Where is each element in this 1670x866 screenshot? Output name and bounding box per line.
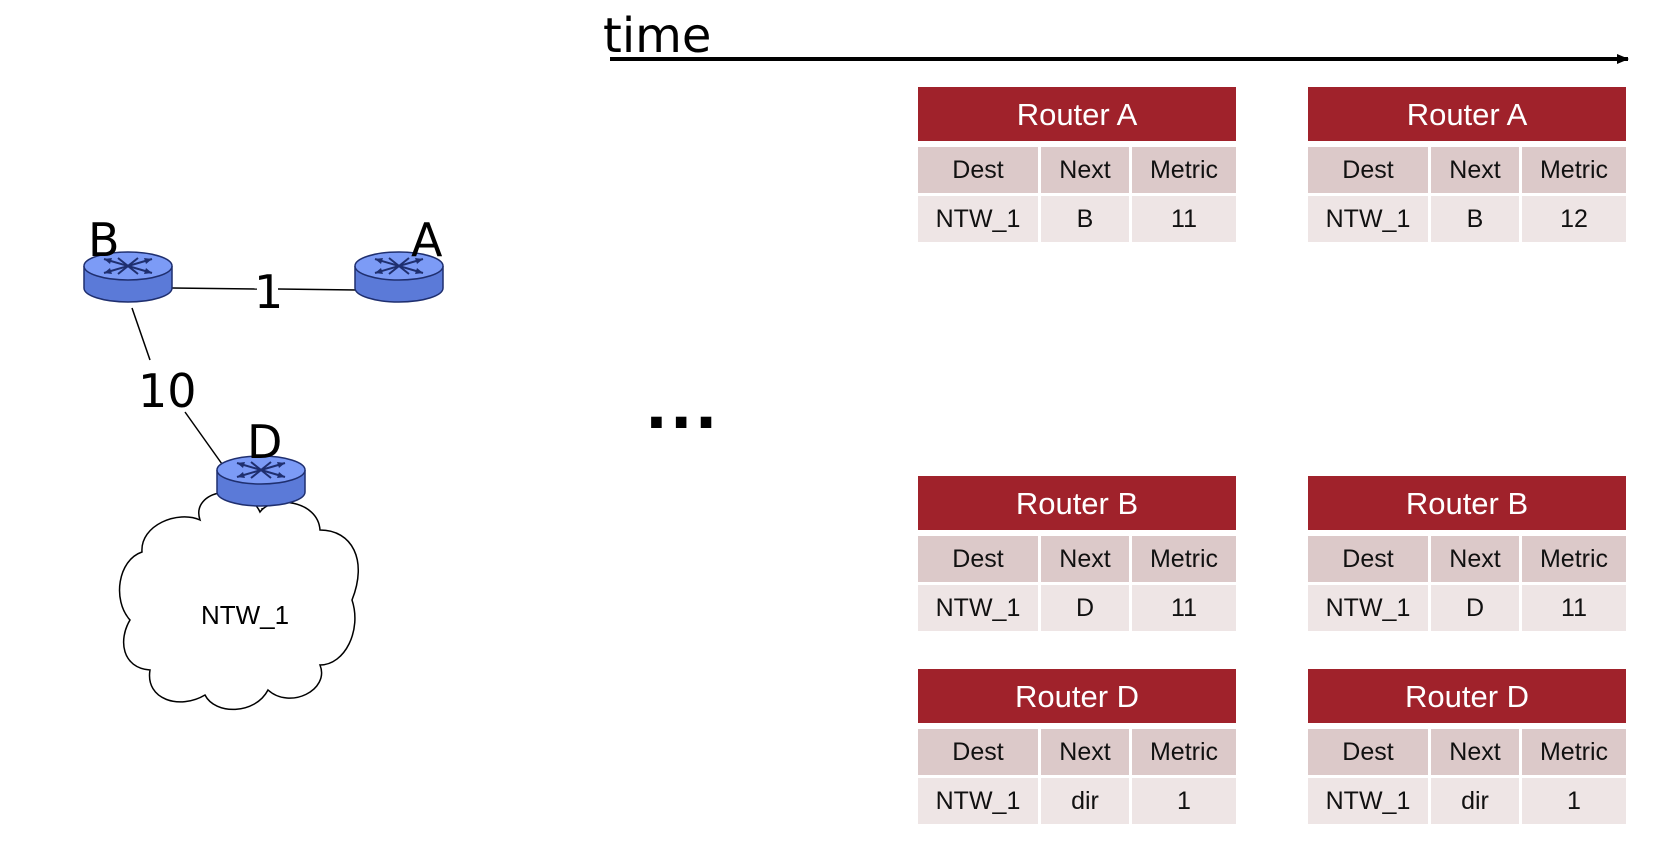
table-row: NTW_1 dir 1 bbox=[1308, 778, 1626, 824]
header-next: Next bbox=[1041, 536, 1129, 582]
router-b-label: B bbox=[88, 213, 120, 267]
cell-next: B bbox=[1431, 196, 1519, 242]
table-title: Router D bbox=[918, 669, 1236, 723]
table-header-row: Dest Next Metric bbox=[918, 729, 1236, 775]
table-title: Router D bbox=[1308, 669, 1626, 723]
cell-dest: NTW_1 bbox=[918, 778, 1038, 824]
cell-next: dir bbox=[1041, 778, 1129, 824]
cell-dest: NTW_1 bbox=[918, 196, 1038, 242]
table-t1-router-d: Router D Dest Next Metric NTW_1 dir 1 bbox=[918, 669, 1236, 824]
table-title: Router B bbox=[918, 476, 1236, 530]
table-title: Router A bbox=[918, 87, 1236, 141]
link-cost-b-d: 10 bbox=[138, 364, 197, 418]
cell-dest: NTW_1 bbox=[1308, 778, 1428, 824]
cell-metric: 1 bbox=[1132, 778, 1236, 824]
cell-dest: NTW_1 bbox=[918, 585, 1038, 631]
header-dest: Dest bbox=[918, 729, 1038, 775]
link-b-a bbox=[171, 287, 258, 290]
header-next: Next bbox=[1041, 147, 1129, 193]
network-label: NTW_1 bbox=[201, 600, 289, 630]
cell-next: D bbox=[1041, 585, 1129, 631]
table-title: Router B bbox=[1308, 476, 1626, 530]
cell-metric: 12 bbox=[1522, 196, 1626, 242]
header-metric: Metric bbox=[1132, 729, 1236, 775]
header-dest: Dest bbox=[918, 147, 1038, 193]
cell-next: dir bbox=[1431, 778, 1519, 824]
ellipsis: ... bbox=[645, 373, 720, 443]
header-metric: Metric bbox=[1522, 536, 1626, 582]
table-t1-router-b: Router B Dest Next Metric NTW_1 D 11 bbox=[918, 476, 1236, 631]
table-t2-router-a: Router A Dest Next Metric NTW_1 B 12 bbox=[1308, 87, 1626, 242]
cell-next: B bbox=[1041, 196, 1129, 242]
cell-next: D bbox=[1431, 585, 1519, 631]
header-metric: Metric bbox=[1132, 147, 1236, 193]
table-row: NTW_1 dir 1 bbox=[918, 778, 1236, 824]
table-row: NTW_1 B 12 bbox=[1308, 196, 1626, 242]
network-topology: B A D 1 10 NTW_1 bbox=[83, 213, 444, 711]
table-t1-router-a: Router A Dest Next Metric NTW_1 B 11 bbox=[918, 87, 1236, 242]
table-row: NTW_1 D 11 bbox=[1308, 585, 1626, 631]
router-d-label: D bbox=[247, 415, 282, 469]
table-header-row: Dest Next Metric bbox=[1308, 729, 1626, 775]
link-b-d bbox=[131, 307, 151, 361]
header-next: Next bbox=[1431, 536, 1519, 582]
table-header-row: Dest Next Metric bbox=[1308, 147, 1626, 193]
header-next: Next bbox=[1431, 729, 1519, 775]
table-row: NTW_1 D 11 bbox=[918, 585, 1236, 631]
header-metric: Metric bbox=[1132, 536, 1236, 582]
cell-metric: 11 bbox=[1132, 585, 1236, 631]
link-b-d-2 bbox=[184, 411, 223, 465]
header-metric: Metric bbox=[1522, 147, 1626, 193]
header-dest: Dest bbox=[1308, 536, 1428, 582]
table-header-row: Dest Next Metric bbox=[918, 147, 1236, 193]
cell-dest: NTW_1 bbox=[1308, 585, 1428, 631]
table-t2-router-b: Router B Dest Next Metric NTW_1 D 11 bbox=[1308, 476, 1626, 631]
header-dest: Dest bbox=[918, 536, 1038, 582]
router-a-label: A bbox=[411, 213, 443, 267]
cell-dest: NTW_1 bbox=[1308, 196, 1428, 242]
cell-metric: 11 bbox=[1132, 196, 1236, 242]
cell-metric: 11 bbox=[1522, 585, 1626, 631]
cell-metric: 1 bbox=[1522, 778, 1626, 824]
header-dest: Dest bbox=[1308, 729, 1428, 775]
header-dest: Dest bbox=[1308, 147, 1428, 193]
table-header-row: Dest Next Metric bbox=[1308, 536, 1626, 582]
header-next: Next bbox=[1431, 147, 1519, 193]
header-next: Next bbox=[1041, 729, 1129, 775]
time-label: time bbox=[603, 8, 712, 64]
network-cloud bbox=[118, 491, 360, 711]
table-t2-router-d: Router D Dest Next Metric NTW_1 dir 1 bbox=[1308, 669, 1626, 824]
table-header-row: Dest Next Metric bbox=[918, 536, 1236, 582]
table-row: NTW_1 B 11 bbox=[918, 196, 1236, 242]
table-title: Router A bbox=[1308, 87, 1626, 141]
header-metric: Metric bbox=[1522, 729, 1626, 775]
link-cost-b-a: 1 bbox=[254, 265, 283, 319]
link-b-a-2 bbox=[277, 288, 358, 291]
